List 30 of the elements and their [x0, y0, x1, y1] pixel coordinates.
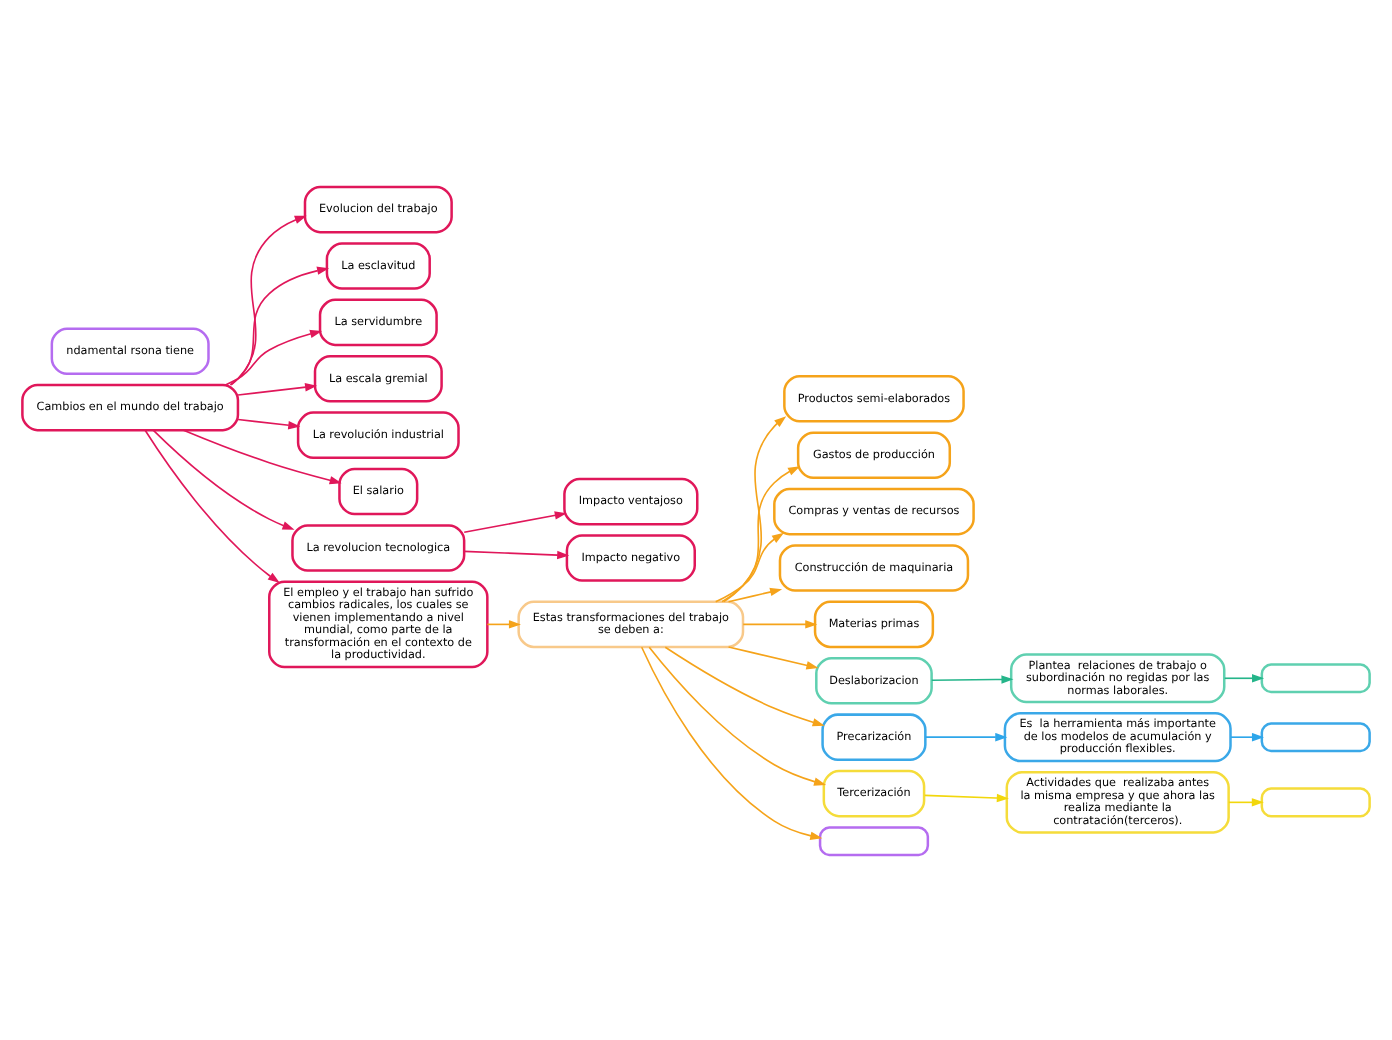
arrow: [152, 428, 295, 529]
arrow: [640, 645, 823, 839]
arrow: [924, 731, 1008, 741]
arrow: [229, 265, 330, 385]
arrow: [742, 619, 818, 628]
arrow: [664, 645, 825, 726]
arrow: [727, 586, 783, 602]
arrow: [237, 382, 318, 395]
arrow: [230, 214, 307, 385]
arrow: [1223, 673, 1265, 682]
node-box: [1260, 662, 1371, 693]
node-box: [818, 825, 930, 856]
arrow: [182, 428, 342, 484]
arrow: [463, 510, 567, 533]
arrow: [930, 674, 1014, 683]
arrow: [237, 417, 301, 429]
arrow: [923, 792, 1009, 802]
arrow: [648, 645, 827, 785]
arrow: [486, 619, 521, 628]
arrow: [722, 415, 787, 602]
node-box: [1260, 721, 1371, 752]
arrow: [721, 465, 801, 602]
arrow: [224, 328, 323, 385]
node-box: [1260, 786, 1371, 817]
arrow: [1230, 731, 1264, 741]
arrow: [144, 428, 280, 583]
arrow: [463, 549, 570, 559]
arrow: [1227, 797, 1264, 806]
arrow: [727, 645, 819, 669]
arrow: [714, 531, 785, 602]
